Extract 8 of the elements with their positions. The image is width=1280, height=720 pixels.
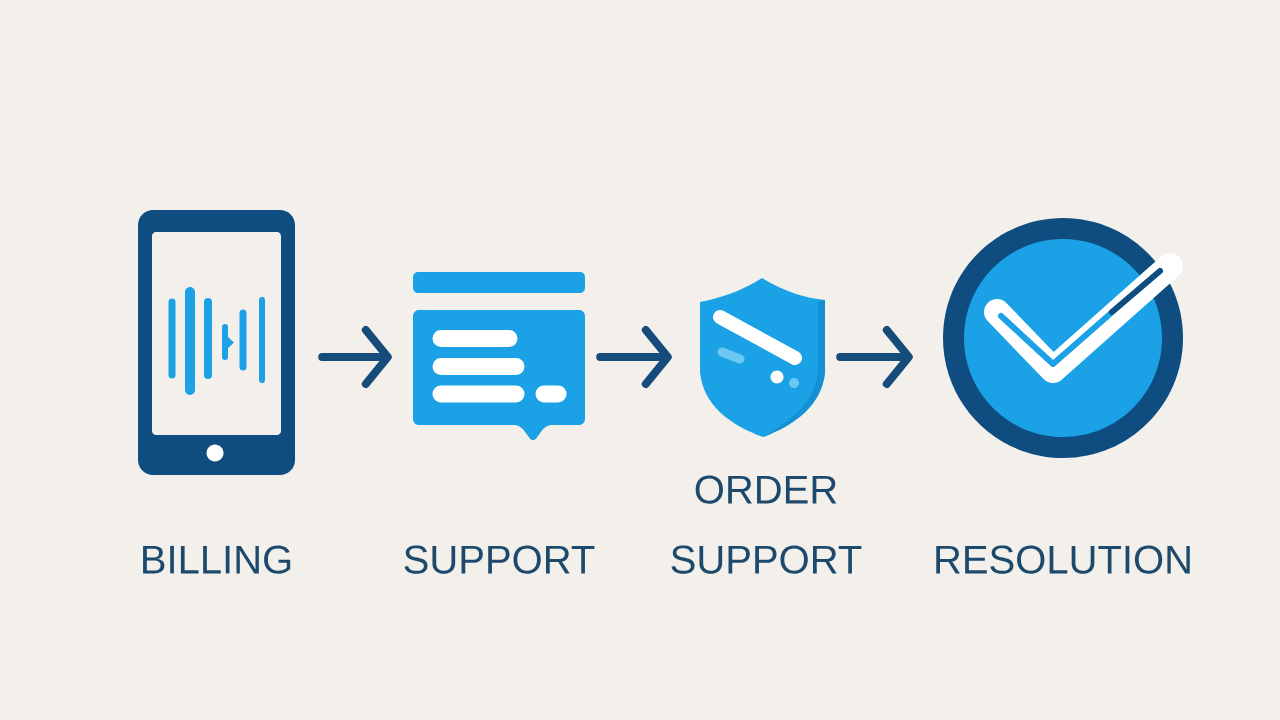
step-label: ORDER SUPPORT xyxy=(671,475,862,574)
step-label: BILLING xyxy=(143,545,291,574)
step-label: RESOLUTION xyxy=(936,545,1190,574)
chat-window-icon xyxy=(413,272,585,441)
check-circle-icon xyxy=(943,218,1183,458)
phone-icon xyxy=(138,210,295,475)
shield-icon xyxy=(700,278,825,437)
step-label: SUPPORT xyxy=(404,545,595,574)
